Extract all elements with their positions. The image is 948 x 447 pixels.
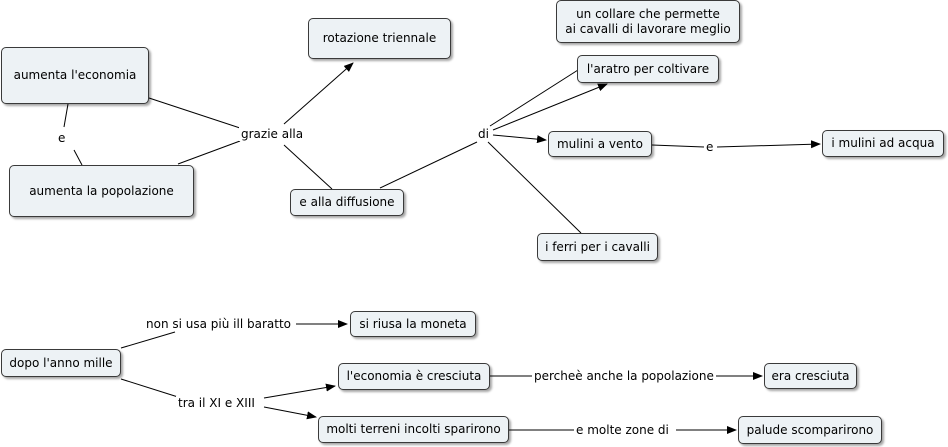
arrow-secoli-economia: [263, 383, 336, 399]
link-di-ferri: [487, 141, 582, 234]
node-terreni[interactable]: molti terreni incolti sparirono: [318, 416, 509, 443]
node-dopo-anno-mille[interactable]: dopo l'anno mille: [1, 349, 121, 377]
link-economia-grazie: [148, 97, 241, 129]
node-collare[interactable]: un collare che permette ai cavalli di la…: [556, 0, 740, 43]
arrow-grazie-rotazione: [283, 62, 354, 125]
node-mulini-vento[interactable]: mulini a vento: [548, 131, 652, 157]
link-e-popolazione: [73, 149, 83, 166]
link-label-e-mulini[interactable]: e: [704, 140, 716, 154]
link-label-baratto[interactable]: non si usa più ill baratto: [144, 317, 293, 331]
arrow-di-aratro: [492, 83, 608, 131]
link-label-secoli[interactable]: tra il XI e XIII: [176, 396, 257, 410]
node-moneta[interactable]: si riusa la moneta: [350, 311, 476, 337]
link-annomille-baratto: [120, 331, 176, 349]
arrow-secoli-terreni: [263, 406, 317, 420]
link-di-collare: [489, 69, 579, 127]
node-palude[interactable]: palude scomparirono: [738, 416, 882, 444]
node-diffusione[interactable]: e alla diffusione: [290, 189, 404, 216]
link-grazie-diffusione: [283, 144, 333, 190]
node-aumenta-popolazione[interactable]: aumenta la popolazione: [9, 165, 194, 217]
link-annomille-secoli: [120, 378, 179, 398]
link-diffusione-di: [379, 141, 478, 189]
link-label-e[interactable]: e: [56, 131, 68, 145]
link-label-grazie-alla[interactable]: grazie alla: [239, 127, 306, 141]
node-era-cresciuta[interactable]: era cresciuta: [764, 363, 857, 389]
link-popolazione-grazie: [177, 140, 241, 165]
node-ferri[interactable]: i ferri per i cavalli: [537, 233, 658, 261]
node-economia-cresciuta[interactable]: l'economia è cresciuta: [338, 363, 490, 390]
node-aratro[interactable]: l'aratro per coltivare: [577, 55, 719, 83]
link-label-zone[interactable]: e molte zone di: [574, 423, 671, 437]
node-aumenta-economia[interactable]: aumenta l'economia: [1, 47, 149, 104]
arrow-di-mulini: [492, 134, 547, 144]
arrow-e-mulini-acqua: [716, 140, 821, 149]
node-mulini-acqua[interactable]: i mulini ad acqua: [822, 130, 944, 157]
node-rotazione-triennale[interactable]: rotazione triennale: [308, 18, 451, 59]
link-label-percheè[interactable]: percheè anche la popolazione: [532, 369, 716, 383]
link-label-di[interactable]: di: [476, 127, 491, 141]
link-mulini-e: [651, 144, 705, 148]
link-economia-e: [63, 103, 69, 128]
